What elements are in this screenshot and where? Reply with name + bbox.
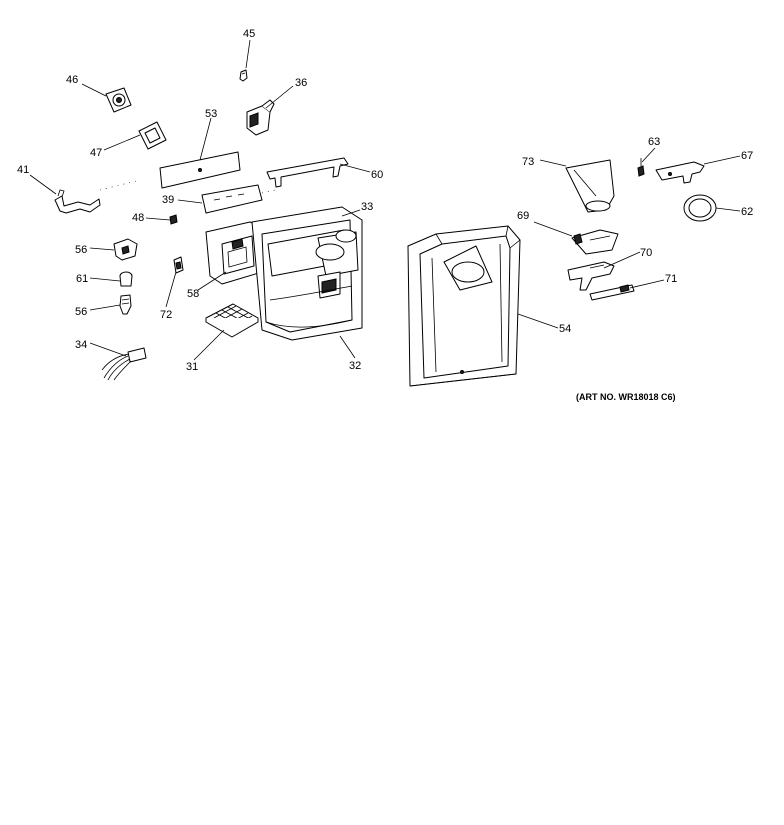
leader-lines	[29, 39, 741, 361]
callout-69: 69	[517, 210, 529, 222]
part-36-actuator	[246, 99, 275, 136]
part-67-bracket	[655, 161, 705, 184]
callout-58: 58	[187, 288, 199, 300]
part-54-front-panel	[407, 225, 521, 387]
callout-60: 60	[371, 169, 383, 181]
part-63-pin	[637, 158, 645, 177]
part-32-dispenser-body	[251, 206, 363, 341]
callout-48: 48	[132, 212, 144, 224]
part-41-lever	[54, 179, 141, 214]
callout-54: 54	[559, 323, 571, 335]
callout-63: 63	[648, 136, 660, 148]
part-61-socket	[119, 271, 133, 287]
callout-36: 36	[295, 77, 307, 89]
callout-62: 62	[741, 206, 753, 218]
callout-71: 71	[665, 273, 677, 285]
part-71-paddle	[589, 284, 635, 301]
part-56-cap-upper	[113, 238, 138, 261]
part-45-clip	[239, 69, 248, 82]
part-47-gasket	[138, 121, 167, 150]
callout-56-lower: 56	[75, 306, 87, 318]
part-56-lamp-lower	[119, 294, 132, 315]
part-39-control-board	[201, 184, 276, 214]
part-73-funnel	[565, 159, 615, 213]
callout-72: 72	[160, 309, 172, 321]
part-31-drip-tray	[205, 303, 259, 338]
callout-73: 73	[522, 156, 534, 168]
part-53-plate	[159, 151, 241, 189]
part-46-knob	[105, 87, 132, 113]
part-62-ring	[683, 194, 717, 222]
part-60-bracket	[266, 157, 349, 188]
callout-31: 31	[186, 361, 198, 373]
callout-41: 41	[17, 164, 29, 176]
callout-34: 34	[75, 339, 87, 351]
callout-47: 47	[90, 147, 102, 159]
callout-45: 45	[243, 28, 255, 40]
callout-32: 32	[349, 360, 361, 372]
part-34-wire-harness	[101, 347, 147, 381]
part-72-clip	[173, 256, 184, 274]
callout-61: 61	[76, 273, 88, 285]
callout-67: 67	[741, 150, 753, 162]
callout-46: 46	[66, 74, 78, 86]
part-48-screw	[169, 214, 178, 225]
part-69-chute-door	[571, 229, 619, 255]
callout-70: 70	[640, 247, 652, 259]
callout-33: 33	[361, 201, 373, 213]
callout-56-upper: 56	[75, 244, 87, 256]
callout-53: 53	[205, 108, 217, 120]
art-number: (ART NO. WR18018 C6)	[576, 392, 676, 402]
callout-39: 39	[162, 194, 174, 206]
part-58-housing	[205, 221, 263, 285]
part-70-actuator-arm	[567, 261, 615, 291]
